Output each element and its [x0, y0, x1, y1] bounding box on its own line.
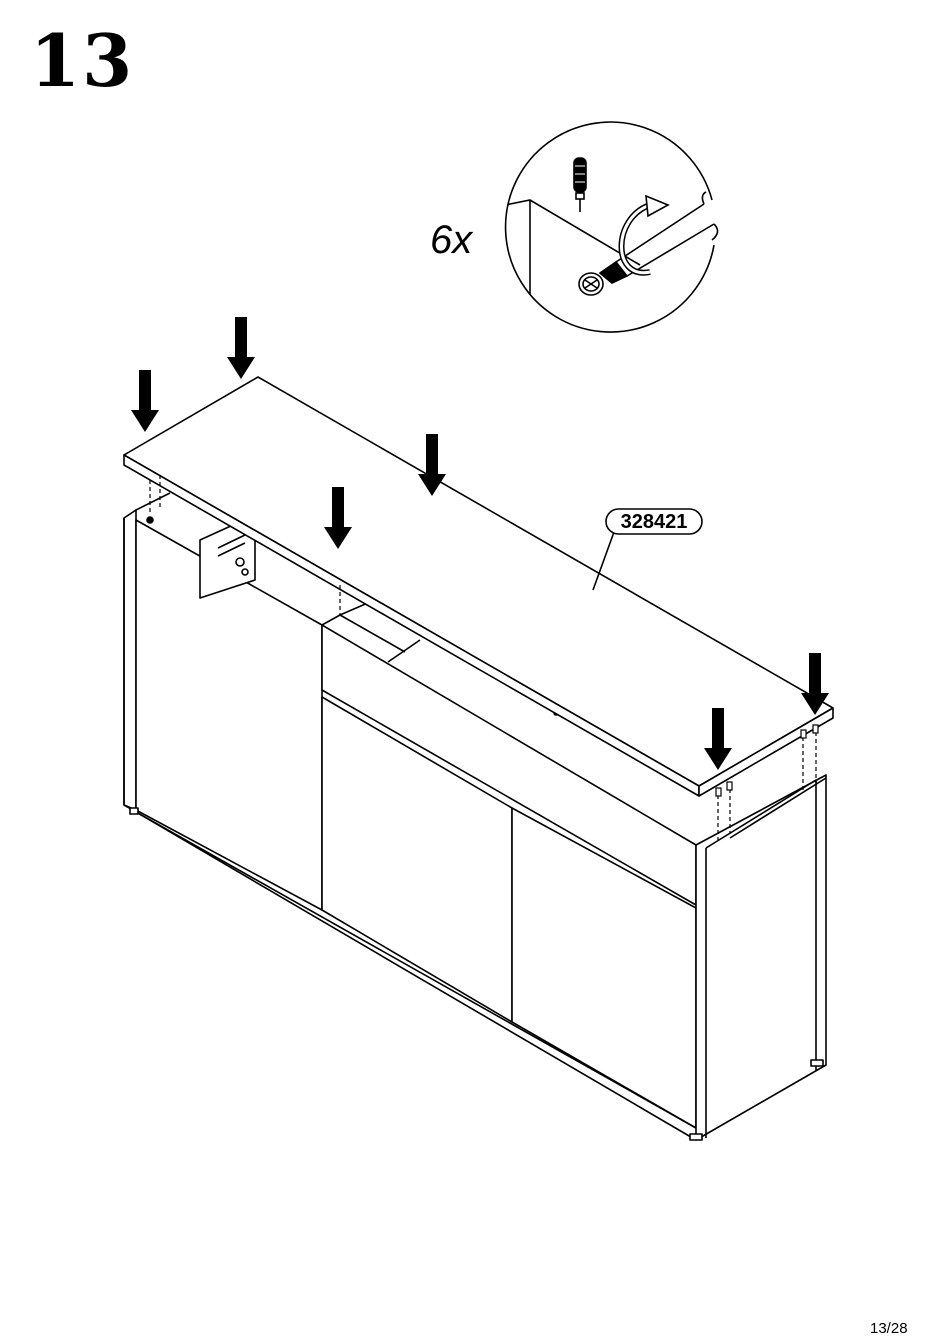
screw-icon [574, 158, 586, 212]
part-label: 328421 [606, 509, 702, 534]
part-number: 328421 [621, 511, 688, 533]
rotate-arrow-icon [622, 196, 669, 273]
down-arrow-icon [131, 370, 159, 432]
detail-callout [505, 122, 718, 340]
screw-head-icon [579, 273, 603, 295]
down-arrow-icon [227, 317, 255, 379]
